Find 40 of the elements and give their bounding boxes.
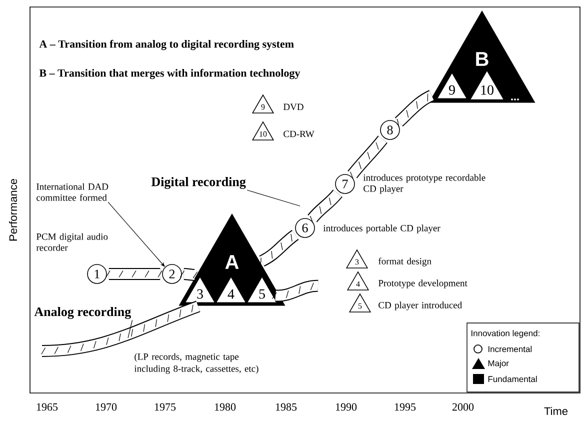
annotation-text: introduces portable CD player (323, 224, 440, 234)
legend-text: Incremental (488, 346, 532, 352)
annotation-text: CD-RW (284, 130, 314, 138)
band-title: Digital recording (151, 177, 246, 189)
heading-text: A – Transition from analog to digital recording system (39, 40, 294, 50)
band-title: Analog recording (34, 307, 131, 319)
annotation-text: introduces prototype recordable CD player (363, 174, 486, 194)
leader-line (128, 320, 133, 338)
recording-band (106, 268, 162, 280)
recording-band (348, 136, 388, 180)
recording-band (394, 90, 434, 127)
ellipsis: ... (511, 98, 519, 100)
tick-label: 2000 (452, 403, 474, 411)
annotation-text: International DAD committee formed (36, 183, 108, 201)
axis-title: Performance (8, 179, 18, 241)
axis-title: Time (544, 406, 568, 416)
annotation-text: Prototype development (378, 280, 468, 288)
recording-band (259, 230, 299, 266)
annotation-text: PCM digital audio recorder (36, 233, 108, 251)
legend-title: Innovation legend: (471, 330, 540, 338)
tick-label: 1990 (336, 403, 357, 411)
annotation-text: CD player introduced (378, 302, 462, 310)
recording-band (272, 280, 318, 302)
heading-text: B – Transition that merges with information technology (39, 68, 300, 80)
annotation-text: format design (378, 258, 432, 266)
tick-label: 1965 (36, 403, 58, 411)
note-text: (LP records, magnetic tape including 8-track, cassettes, etc) (134, 353, 258, 374)
arrow (108, 202, 165, 267)
recording-band (180, 268, 198, 281)
recording-band (308, 190, 342, 224)
tick-label: 1995 (394, 403, 416, 411)
legend-text: Fundamental (488, 376, 537, 382)
legend-text: Major (488, 360, 509, 368)
annotation-text: DVD (283, 104, 304, 110)
tick-label: 1975 (154, 403, 176, 411)
recording-band (41, 300, 200, 357)
tick-label: 1970 (96, 403, 117, 411)
leader-line (246, 190, 300, 206)
tick-label: 1985 (276, 403, 297, 411)
tick-label: 1980 (214, 403, 236, 411)
